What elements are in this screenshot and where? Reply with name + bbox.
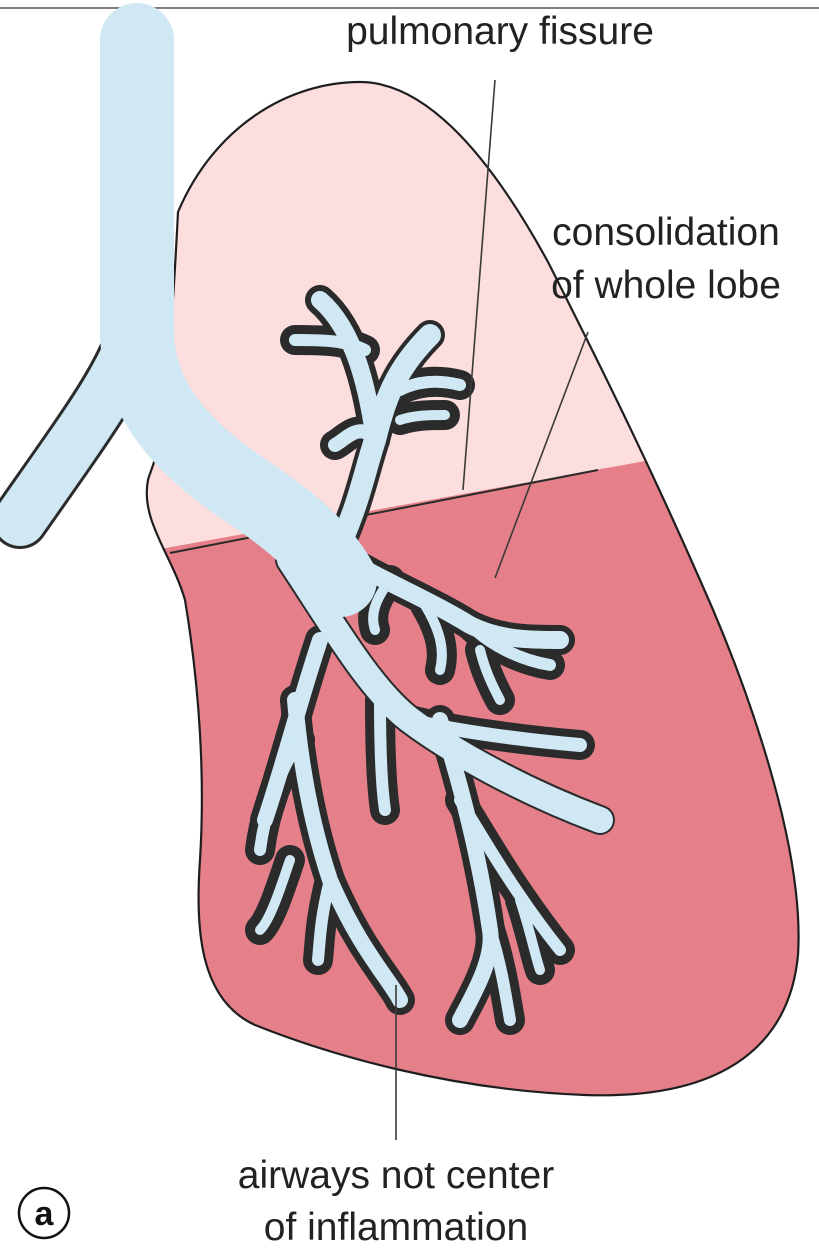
consolidation-label-line1: consolidation <box>552 211 780 254</box>
consolidation-label-line2: of whole lobe <box>551 264 781 307</box>
airways-label-line2: of inflammation <box>264 1206 528 1249</box>
pulmonary-fissure-label: pulmonary fissure <box>346 10 654 53</box>
panel-letter: a <box>35 1195 55 1233</box>
airways-label-line1: airways not center <box>238 1154 554 1197</box>
